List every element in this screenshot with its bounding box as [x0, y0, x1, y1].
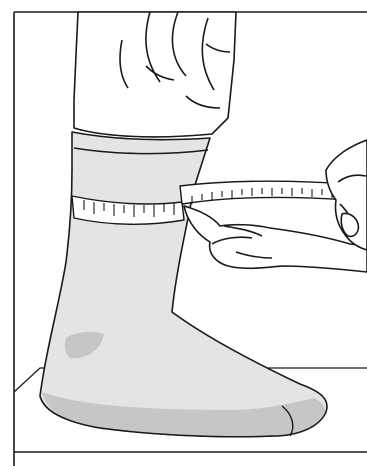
sock: [40, 132, 327, 437]
trouser-leg: [74, 12, 236, 137]
right-hand: [326, 140, 367, 250]
